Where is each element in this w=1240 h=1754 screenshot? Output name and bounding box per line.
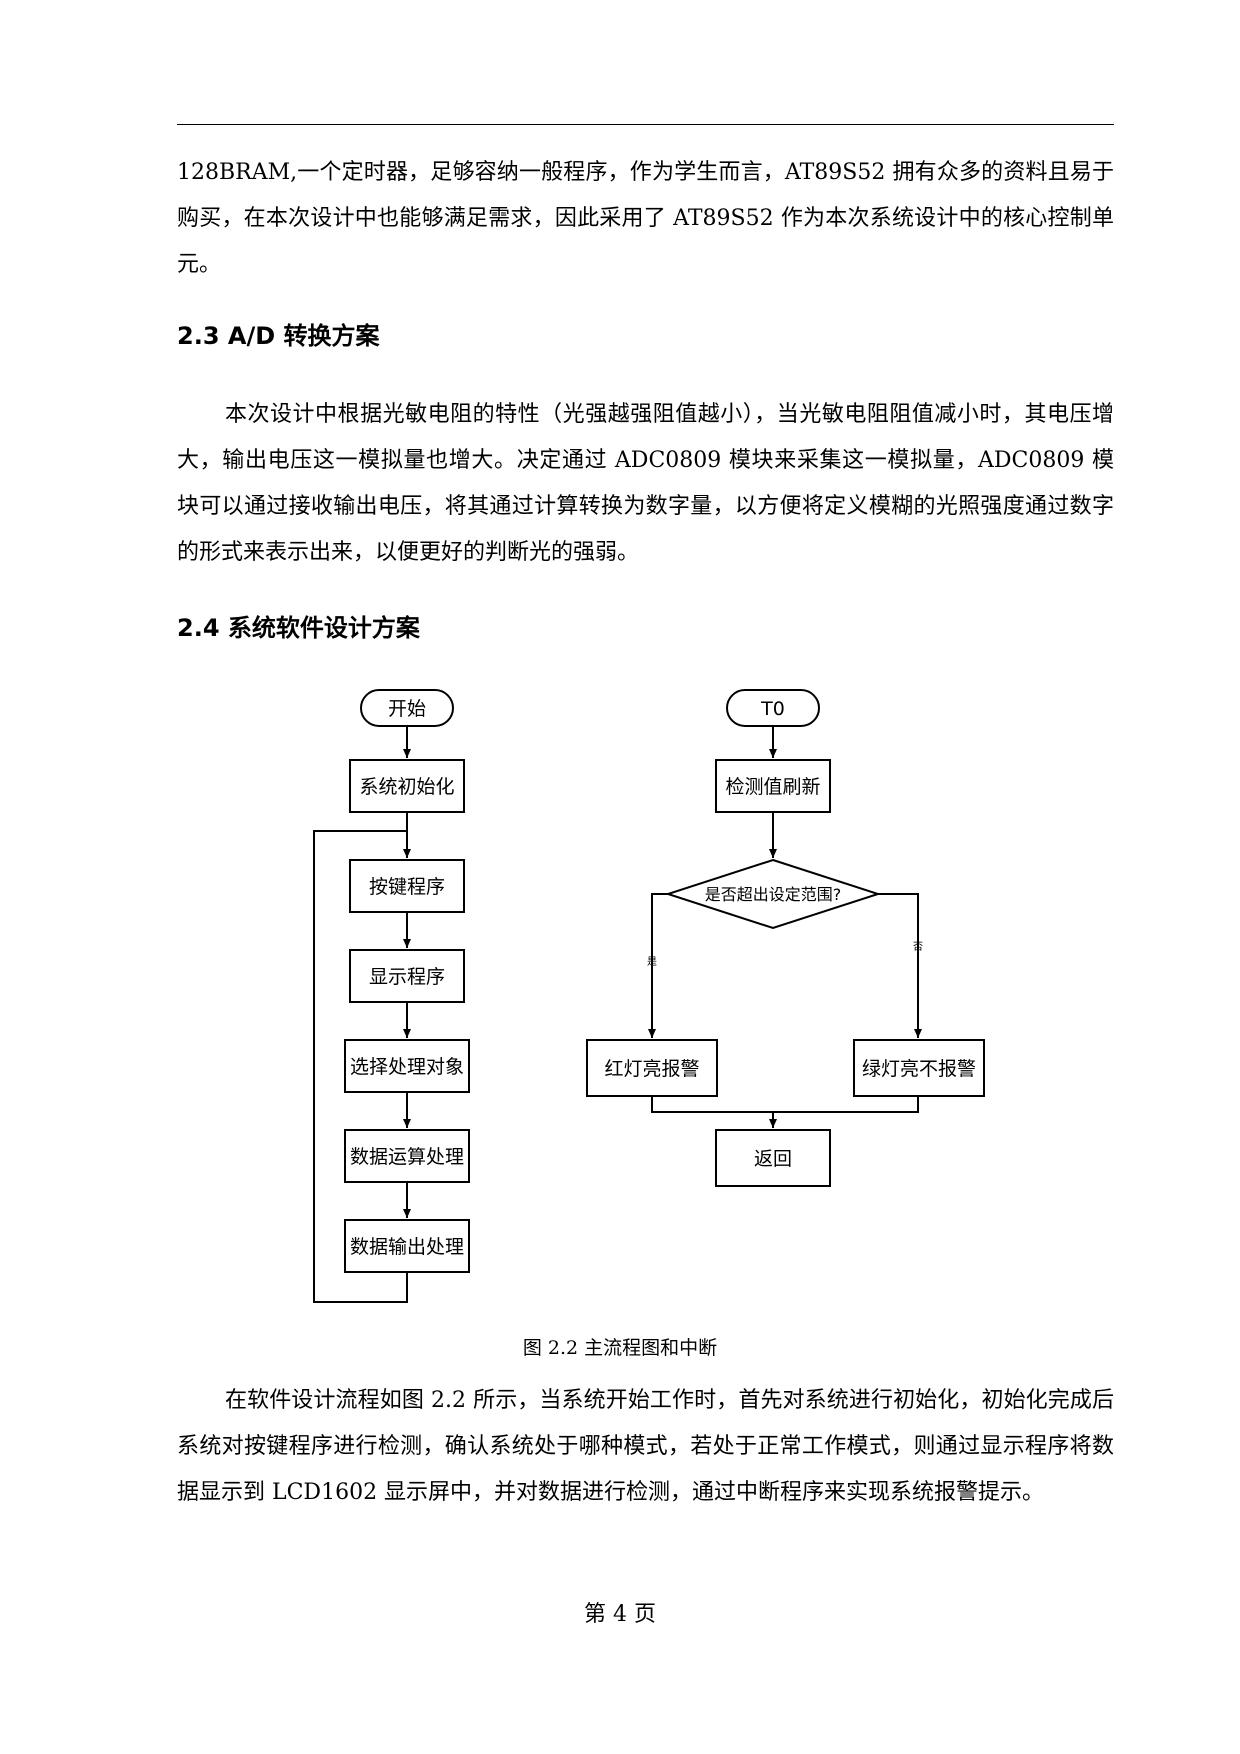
red-alarm-box xyxy=(586,1039,718,1097)
refresh-box xyxy=(715,759,831,813)
data-compute-box xyxy=(344,1129,470,1183)
select-object-box xyxy=(344,1039,470,1093)
return-label: 返回 xyxy=(754,1148,792,1170)
step-label-key: 按键程序 xyxy=(369,876,445,898)
green-no-alarm-label: 绿灯亮不报警 xyxy=(862,1058,976,1080)
heading-2-4: 2.4 系统软件设计方案 xyxy=(177,614,420,642)
no-branch-line xyxy=(878,893,922,1038)
refresh-label: 检测值刷新 xyxy=(725,776,820,798)
no-label: 否 xyxy=(913,941,923,953)
green-no-alarm-box xyxy=(853,1039,985,1097)
display-program-box xyxy=(349,949,465,1003)
init-box xyxy=(349,759,465,813)
interrupt-flowchart xyxy=(586,689,985,1187)
loop-back-line xyxy=(313,830,408,1303)
red-alarm-label: 红灯亮报警 xyxy=(604,1058,699,1080)
page-number: 第 4 页 xyxy=(584,1602,656,1627)
step-label-init: 系统初始化 xyxy=(359,776,454,798)
step-label-select: 选择处理对象 xyxy=(350,1056,464,1078)
main-flowchart xyxy=(313,689,470,1303)
data-output-box xyxy=(344,1219,470,1273)
return-box xyxy=(715,1129,831,1187)
paragraph-adc: 本次设计中根据光敏电阻的特性（光强越强阻值越小），当光敏电阻阻值减小时，其电压增… xyxy=(177,402,1114,565)
flowchart-figure: 开始 系统初始化 按键程序 显示程序 选择处理对象 数据运算处理 数据输出处理 … xyxy=(313,689,985,1303)
step-label-compute: 数据运算处理 xyxy=(350,1146,464,1168)
decision-diamond xyxy=(664,858,882,930)
heading-2-3: 2.3 A/D 转换方案 xyxy=(177,322,380,350)
t0-label: T0 xyxy=(760,698,785,720)
decision-label: 是否超出设定范围? xyxy=(705,885,842,904)
step-label-display: 显示程序 xyxy=(369,966,445,988)
paragraph-software: 在软件设计流程如图 2.2 所示，当系统开始工作时，首先对系统进行初始化，初始化… xyxy=(177,1388,1114,1505)
merge-line xyxy=(651,1096,919,1113)
yes-label: 是 xyxy=(647,956,657,968)
figure-caption: 图 2.2 主流程图和中断 xyxy=(522,1337,718,1359)
yes-branch-line xyxy=(648,893,668,1038)
step-label-output: 数据输出处理 xyxy=(350,1236,464,1258)
header-rule xyxy=(177,124,1114,125)
paragraph-mcu: 128BRAM,一个定时器，足够容纳一般程序，作为学生而言，AT89S52 拥有… xyxy=(177,160,1114,277)
start-label: 开始 xyxy=(388,698,426,720)
